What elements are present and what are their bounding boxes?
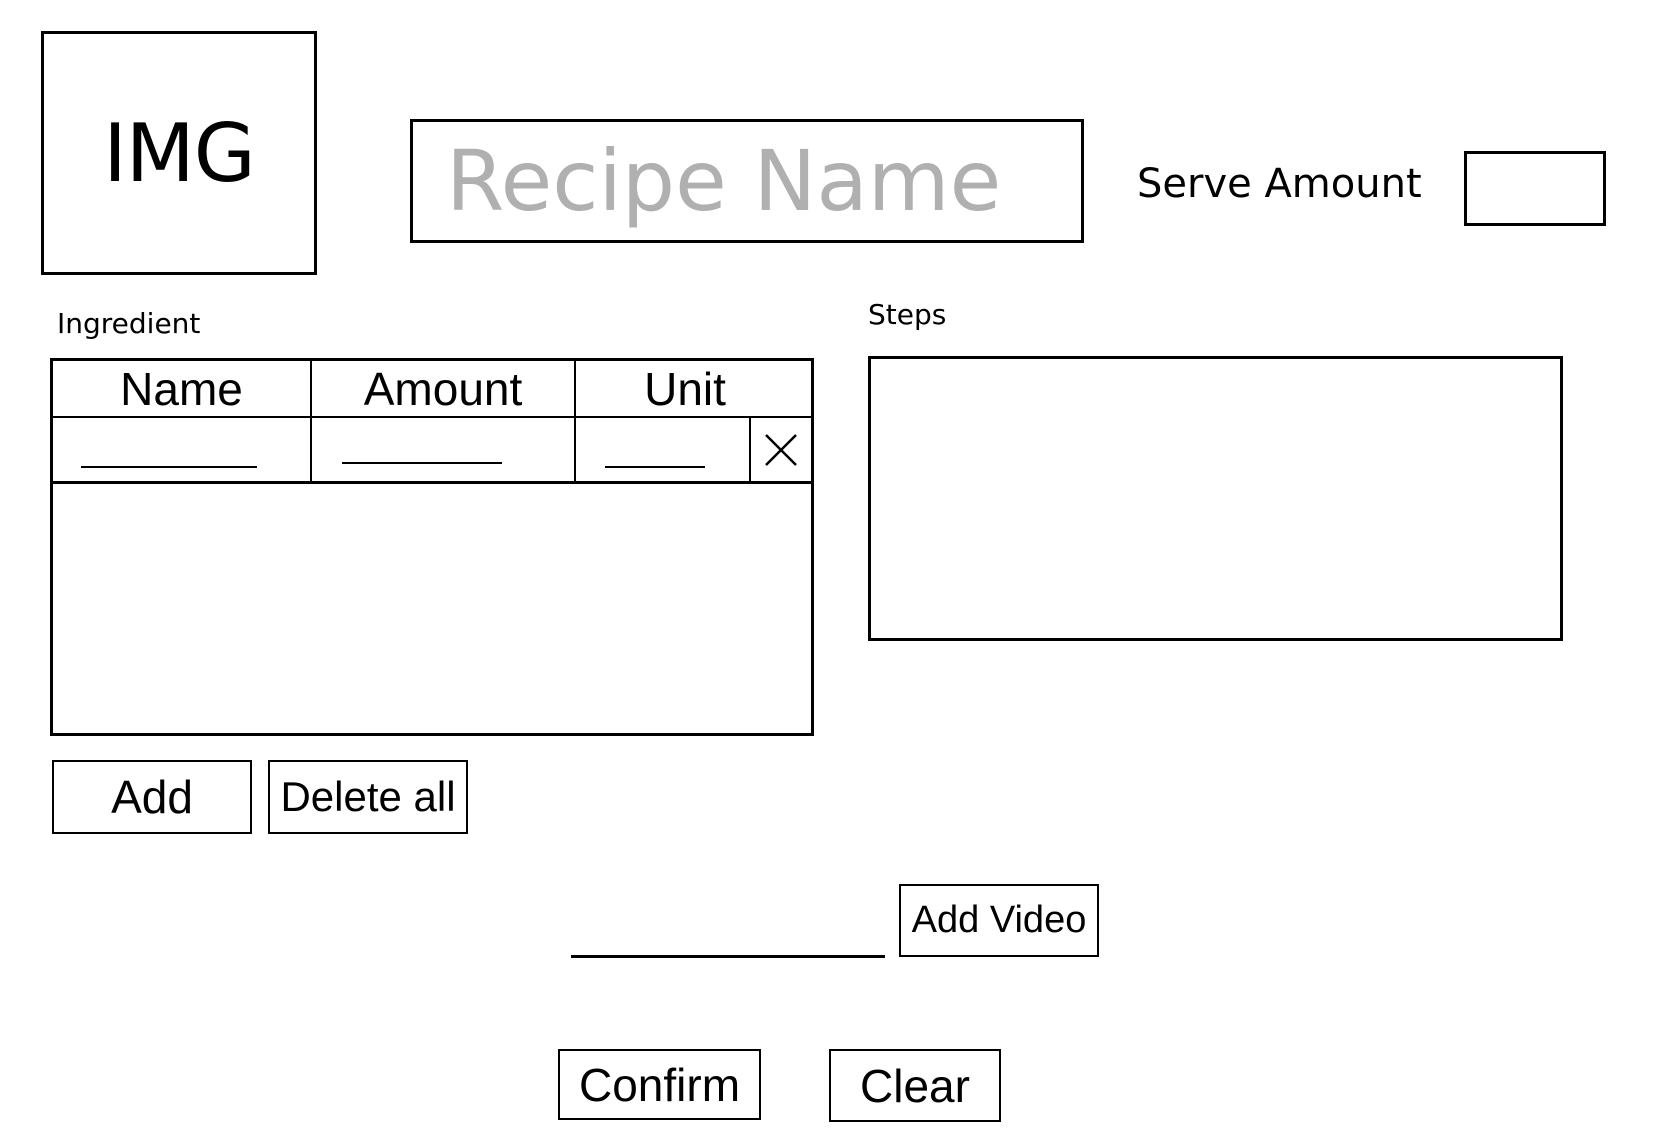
serve-amount-label: Serve Amount [1137,161,1422,207]
ingredient-amount-underline [342,462,502,464]
column-header-amount: Amount [363,363,523,415]
column-header-unit: Unit [644,363,726,415]
recipe-image-placeholder[interactable]: IMG [41,31,317,275]
add-ingredient-button[interactable]: Add [52,760,252,834]
serve-amount-input[interactable] [1464,151,1606,226]
ingredient-unit-underline [605,466,705,468]
steps-section-label: Steps [868,298,947,331]
remove-row-button[interactable] [751,418,811,481]
column-divider [749,418,751,481]
confirm-button[interactable]: Confirm [558,1049,761,1120]
clear-button[interactable]: Clear [829,1049,1001,1122]
column-divider [574,361,576,482]
ingredient-table [50,358,814,736]
column-divider [310,361,312,482]
video-url-field[interactable] [571,915,885,955]
delete-all-button[interactable]: Delete all [268,760,468,834]
table-row-divider [53,481,811,484]
add-video-button[interactable]: Add Video [899,884,1099,957]
ingredient-name-field[interactable] [80,430,260,470]
ingredient-unit-field[interactable] [603,430,708,470]
table-header-divider [53,416,811,418]
ingredient-name-underline [81,466,257,468]
ingredient-section-label: Ingredient [57,307,201,340]
close-icon [765,433,797,466]
column-header-name: Name [120,363,243,415]
video-url-underline [571,955,885,958]
ingredient-amount-field[interactable] [340,430,505,470]
recipe-name-input[interactable]: Recipe Name [410,119,1084,243]
steps-textarea[interactable] [868,356,1563,641]
